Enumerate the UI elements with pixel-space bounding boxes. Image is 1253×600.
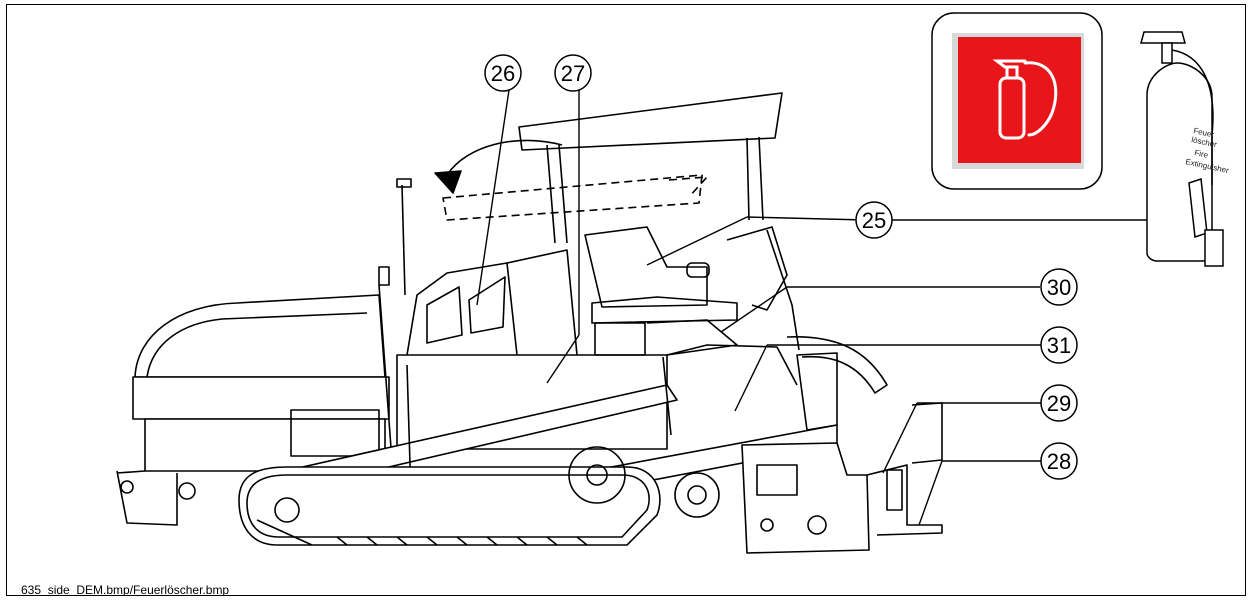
callout-29-circle [1040, 384, 1078, 422]
callout-28-circle [1040, 442, 1078, 480]
file-caption: 635_side_DEM.bmp/Feuerlöscher.bmp [21, 583, 230, 596]
paver-side-view-drawing: Feuer löscher Fire Extinguisher 26 27 25… [116, 12, 1230, 554]
callout-27-circle [554, 54, 592, 92]
machine-body [396, 249, 888, 450]
callout-30-label: 30 [1047, 275, 1071, 300]
fire-extinguisher-icon [1140, 31, 1224, 267]
folded-roof-dashed [442, 174, 708, 221]
callout-31-circle [1040, 326, 1078, 364]
callout-25-label: 25 [862, 208, 886, 233]
callout-29-label: 29 [1047, 391, 1071, 416]
callout-26-label: 26 [491, 61, 515, 86]
leader-lines [476, 89, 1157, 526]
callout-25-circle [855, 201, 893, 239]
roof-canopy [518, 92, 783, 244]
screed-assembly [741, 352, 943, 554]
callout-28-label: 28 [1047, 449, 1071, 474]
fold-direction-arrow [434, 139, 563, 194]
fire-extinguisher-sign-icon [931, 12, 1103, 190]
diagram-frame: Feuer löscher Fire Extinguisher 26 27 25… [6, 4, 1246, 596]
callout-31-label: 31 [1047, 333, 1071, 358]
crawler-track [238, 446, 720, 546]
extinguisher-label-line3: Fire [1194, 148, 1210, 160]
operator-platform [584, 226, 800, 356]
material-hopper [116, 178, 412, 526]
callout-27-label: 27 [561, 61, 585, 86]
callout-26-circle [484, 54, 522, 92]
callout-30-circle [1040, 268, 1078, 306]
extinguisher-label-line1: Feuer [1193, 126, 1216, 139]
